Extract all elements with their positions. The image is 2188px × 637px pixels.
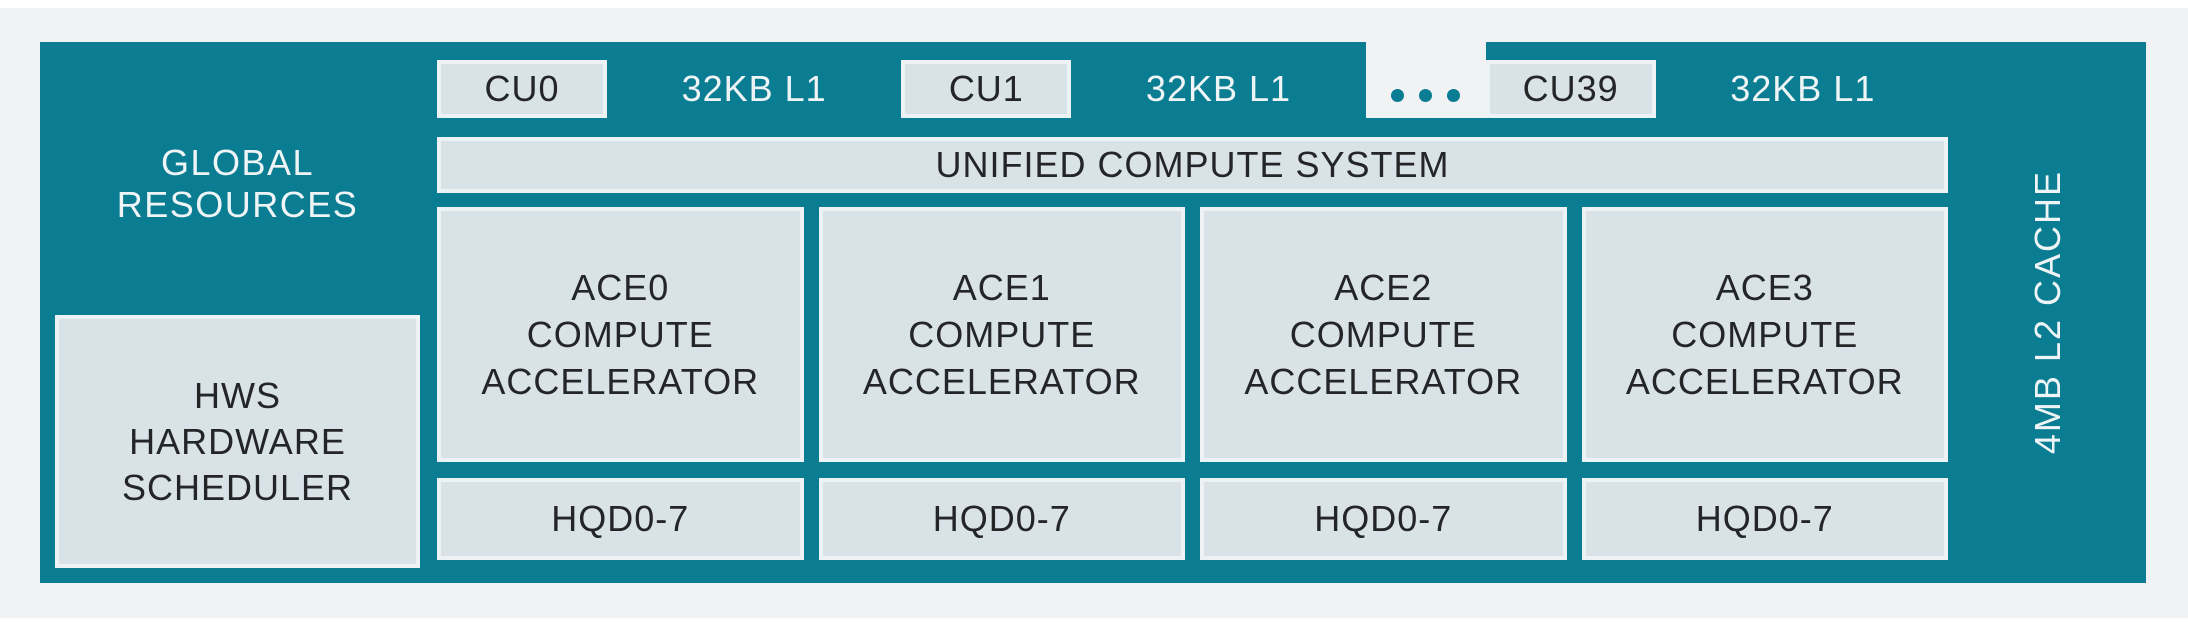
unified-compute-system-bar: UNIFIED COMPUTE SYSTEM — [437, 137, 1948, 193]
compute-region: CU0 32KB L1 CU1 32KB L1 CU39 — [435, 42, 1950, 583]
ace2-compute-accelerator-box: ACE2 COMPUTE ACCELERATOR — [1200, 207, 1567, 462]
ace0-compute-accelerator-box: ACE0 COMPUTE ACCELERATOR — [437, 207, 804, 462]
cu-ellipsis-notch — [1365, 42, 1486, 118]
l1-cache-label-3: 32KB L1 — [1656, 60, 1950, 118]
l1-cache-text-3: 32KB L1 — [1730, 68, 1876, 109]
compute-unit-row: CU0 32KB L1 CU1 32KB L1 CU39 — [437, 42, 1950, 118]
ace2-hqd-label: HQD0-7 — [1314, 498, 1453, 539]
ellipsis-dot-icon — [1419, 89, 1433, 102]
ace1-type-line1: COMPUTE — [908, 314, 1096, 355]
ace1-hqd-label: HQD0-7 — [932, 498, 1071, 539]
global-resources-line2: RESOURCES — [116, 184, 359, 225]
hqd-grid: HQD0-7 HQD0-7 HQD0-7 HQD0-7 — [437, 478, 1948, 560]
cu39-label: CU39 — [1522, 68, 1619, 109]
ace1-hqd-box: HQD0-7 — [818, 478, 1185, 560]
l2-cache-label: 4MB L2 CACHE — [2027, 170, 2068, 455]
ace1-compute-accelerator-box: ACE1 COMPUTE ACCELERATOR — [818, 207, 1185, 462]
l1-cache-text-2: 32KB L1 — [1145, 68, 1292, 109]
global-resources-line1: GLOBAL — [160, 142, 315, 183]
ace0-type-line1: COMPUTE — [526, 314, 714, 355]
unified-compute-system-label: UNIFIED COMPUTE SYSTEM — [935, 144, 1450, 185]
l1-cache-label-2: 32KB L1 — [1071, 60, 1365, 118]
l1-cache-text-1: 32KB L1 — [681, 68, 827, 109]
ace3-type-line2: ACCELERATOR — [1625, 361, 1904, 402]
l1-cache-label-1: 32KB L1 — [607, 60, 901, 118]
cu0-box: CU0 — [437, 60, 607, 118]
cu0-label: CU0 — [484, 68, 560, 109]
hws-line3: SCHEDULER — [121, 466, 354, 508]
global-resources-label: GLOBAL RESOURCES — [40, 142, 435, 226]
ace3-type-line1: COMPUTE — [1671, 314, 1859, 355]
ellipsis-dot-icon — [1447, 89, 1461, 102]
ace-grid: ACE0 COMPUTE ACCELERATOR ACE1 COMPUTE AC… — [437, 207, 1948, 462]
hws-line2: HARDWARE — [129, 420, 346, 462]
ace3-name: ACE3 — [1715, 267, 1814, 308]
global-resources-region: GLOBAL RESOURCES HWS HARDWARE SCHEDULER — [40, 42, 435, 583]
hws-hardware-scheduler-box: HWS HARDWARE SCHEDULER — [55, 315, 420, 568]
cu1-label: CU1 — [948, 68, 1024, 109]
ace0-hqd-label: HQD0-7 — [551, 498, 690, 539]
ace1-type-line2: ACCELERATOR — [862, 361, 1141, 402]
l2-cache-region: 4MB L2 CACHE — [1950, 42, 2146, 583]
ace3-compute-accelerator-box: ACE3 COMPUTE ACCELERATOR — [1581, 207, 1948, 462]
ace0-hqd-box: HQD0-7 — [437, 478, 804, 560]
hws-line1: HWS — [194, 374, 281, 416]
ace0-name: ACE0 — [571, 267, 670, 308]
ace2-name: ACE2 — [1334, 267, 1433, 308]
ace1-name: ACE1 — [952, 267, 1051, 308]
ellipsis-dot-icon — [1391, 89, 1405, 102]
ace3-hqd-box: HQD0-7 — [1581, 478, 1948, 560]
cu1-box: CU1 — [901, 60, 1072, 118]
ace2-type-line1: COMPUTE — [1289, 314, 1477, 355]
ace2-hqd-box: HQD0-7 — [1200, 478, 1567, 560]
gpu-block-container: GLOBAL RESOURCES HWS HARDWARE SCHEDULER … — [40, 42, 2146, 583]
ace0-type-line2: ACCELERATOR — [481, 361, 760, 402]
ace3-hqd-label: HQD0-7 — [1695, 498, 1834, 539]
cu39-box: CU39 — [1485, 60, 1656, 118]
ace2-type-line2: ACCELERATOR — [1244, 361, 1523, 402]
